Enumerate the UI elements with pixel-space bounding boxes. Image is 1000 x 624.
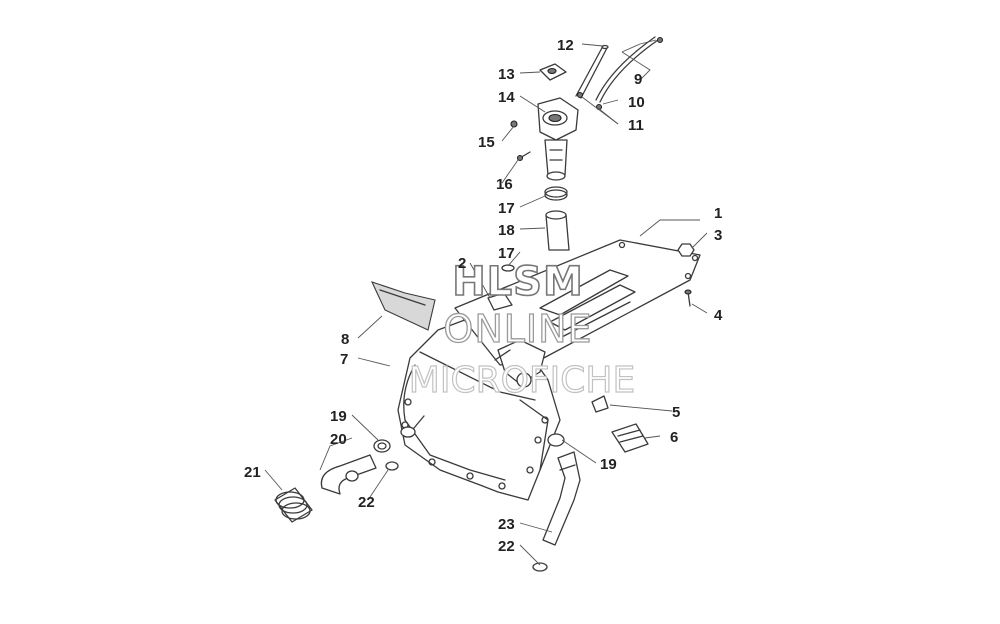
- coupler-21: [274, 487, 313, 523]
- watermark-line-3: MICROFICHE: [409, 360, 635, 401]
- callout-6: 6: [670, 429, 678, 446]
- hose-20: [320, 454, 377, 495]
- bolt-4: [684, 289, 692, 307]
- callout-18: 18: [498, 222, 515, 239]
- screw-16: [516, 151, 531, 162]
- callout-13: 13: [498, 66, 515, 83]
- grille-6: [611, 423, 649, 453]
- callout-3: 3: [714, 227, 722, 244]
- thermostat-housing: [494, 339, 546, 388]
- callout-19-left: 19: [330, 408, 347, 425]
- bracket-2: [487, 292, 513, 311]
- callout-20: 20: [330, 431, 347, 448]
- leader-lines: [264, 39, 708, 566]
- callout-5: 5: [672, 404, 680, 421]
- top-shroud-plate: [454, 239, 701, 366]
- callout-19-right: 19: [600, 456, 617, 473]
- watermark-line-2: ONLINE: [443, 307, 592, 351]
- clamp-17-bottom: [501, 264, 515, 272]
- callout-23: 23: [498, 516, 515, 533]
- callout-17-top: 17: [498, 200, 515, 217]
- hose-9: [595, 36, 664, 103]
- callout-22-left: 22: [358, 494, 375, 511]
- callout-15: 15: [478, 134, 495, 151]
- filler-neck-assembly: [537, 97, 579, 181]
- callout-14: 14: [498, 89, 515, 106]
- shroud-panel: [370, 281, 436, 331]
- bracket-5: [591, 395, 609, 413]
- clamp-22-left: [385, 461, 399, 471]
- screw-15: [510, 120, 518, 128]
- watermark: HLSM ONLINE MICROFICHE: [408, 258, 636, 401]
- callout-8: 8: [341, 331, 349, 348]
- cap-13: [539, 63, 567, 81]
- callout-11: 11: [628, 117, 644, 134]
- callout-9: 9: [634, 71, 642, 88]
- callout-4: 4: [714, 307, 723, 324]
- watermark-line-1: HLSM: [452, 259, 584, 305]
- callout-21: 21: [244, 464, 261, 481]
- nut-3: [677, 243, 695, 257]
- callout-12: 12: [557, 37, 574, 54]
- callout-16: 16: [496, 176, 513, 193]
- callout-10: 10: [628, 94, 645, 111]
- hose-23: [542, 451, 581, 546]
- clamp-19-left: [373, 439, 391, 453]
- callout-7: 7: [340, 351, 348, 368]
- clamp-22-right: [532, 562, 548, 572]
- clamp-19-right: [547, 433, 565, 447]
- hose-18: [545, 210, 570, 251]
- callout-17-bottom: 17: [498, 245, 515, 262]
- clamp-17-top: [544, 186, 568, 201]
- callout-labels: 1 2 3 4 5 6 7 8 9 10 11 12 13 14 15 16 1…: [244, 37, 723, 555]
- callout-22-right: 22: [498, 538, 515, 555]
- vent-hose-12: [575, 44, 609, 99]
- callout-2: 2: [458, 255, 466, 272]
- callout-1: 1: [714, 205, 722, 222]
- radiator-inlet-left: [400, 415, 425, 438]
